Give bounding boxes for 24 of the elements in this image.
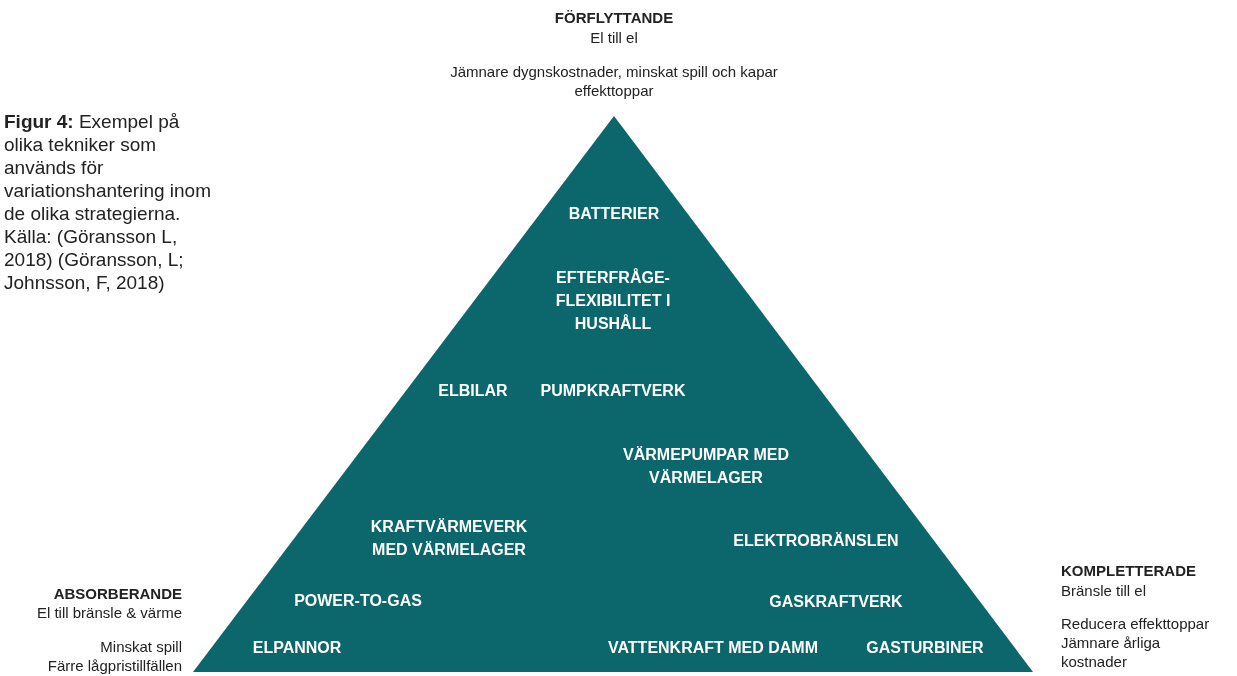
strategy-benefits: Jämnare dygnskostnader, minskat spill och kapar effekttoppar: [449, 62, 779, 100]
technique-label: VATTENKRAFT MED DAMM: [608, 638, 818, 658]
strategy-subtitle: Bränsle till el: [1061, 581, 1147, 600]
strategy-benefits: Färre lågpristillfällen: [47, 656, 182, 675]
figure-caption: Figur 4: Exempel på olika tekniker som används för variationshantering inom de olika strategierna. Källa: (Göransson L, 2018) (Göransson, L; Johnsson, F, 2018): [4, 110, 212, 294]
technique-label: EFTERFRÅGE- FLEXIBILITET I HUSHÅLL: [554, 267, 672, 334]
technique-label: ELBILAR: [438, 381, 508, 401]
strategy-benefits: Jämnare årliga kostnader: [1061, 633, 1162, 671]
strategy-benefits: Minskat spill: [100, 637, 182, 656]
strategy-heading: FÖRFLYTTANDE: [554, 8, 674, 27]
strategy-heading: ABSORBERANDE: [53, 584, 182, 603]
technique-label: PUMPKRAFTVERK: [540, 381, 686, 401]
strategy-benefits: El till bränsle & värme: [36, 603, 182, 622]
technique-label: GASKRAFTVERK: [769, 592, 903, 612]
technique-label: ELPANNOR: [252, 638, 342, 658]
technique-label: POWER-TO-GAS: [294, 591, 422, 611]
strategy-heading: KOMPLETTERADE: [1061, 561, 1196, 580]
technique-label: ELEKTROBRÄNSLEN: [733, 531, 899, 551]
technique-label: KRAFTVÄRMEVERK MED VÄRMELAGER: [369, 517, 529, 560]
technique-label: BATTERIER: [568, 204, 660, 224]
technique-label: VÄRMEPUMPAR MED VÄRMELAGER: [622, 445, 790, 488]
technique-label: GASTURBINER: [866, 638, 984, 658]
strategy-benefits: Reducera effekttoppar: [1061, 614, 1210, 633]
strategy-subtitle: El till el: [590, 28, 638, 47]
